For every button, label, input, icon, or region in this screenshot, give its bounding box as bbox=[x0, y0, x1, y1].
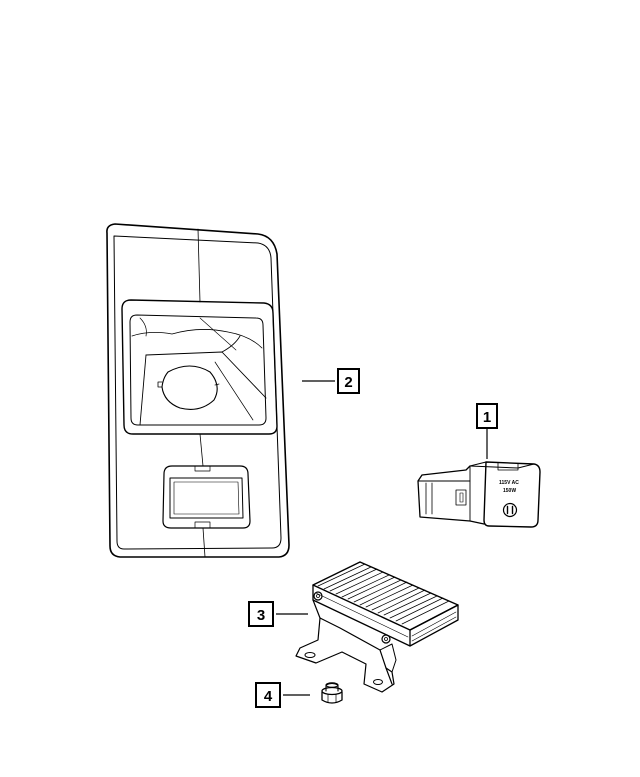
outlet-voltage-label: 115V AC bbox=[499, 480, 519, 486]
power-outlet bbox=[417, 461, 541, 528]
outlet-wattage-label: 150W bbox=[503, 488, 516, 494]
callout-4: 4 bbox=[255, 682, 281, 708]
power-inverter-module bbox=[295, 561, 459, 693]
callout-2-label: 2 bbox=[344, 374, 352, 391]
callout-2: 2 bbox=[337, 368, 360, 394]
bezel-panel bbox=[106, 223, 290, 558]
callout-3-label: 3 bbox=[257, 607, 265, 624]
callout-4-label: 4 bbox=[264, 688, 273, 705]
callout-1-label: 1 bbox=[483, 409, 491, 426]
hex-nut bbox=[321, 682, 343, 704]
callout-3: 3 bbox=[248, 601, 274, 627]
callout-1: 1 bbox=[476, 403, 498, 429]
